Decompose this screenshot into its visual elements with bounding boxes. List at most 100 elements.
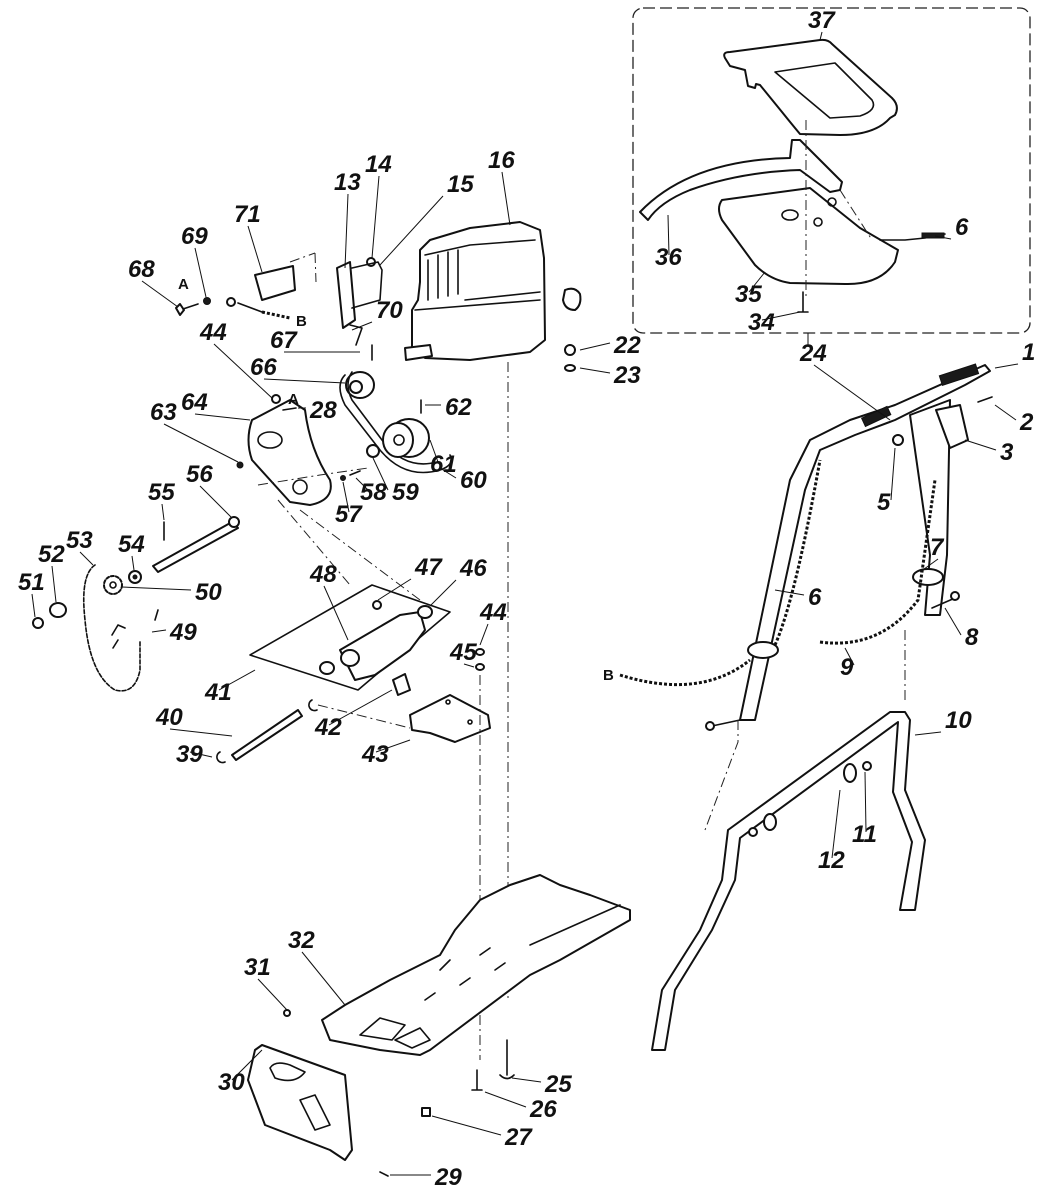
leader-line-56 (199, 485, 233, 519)
callout-6: 6 (955, 214, 969, 241)
callout-53: 53 (66, 527, 93, 554)
callout-10: 10 (945, 707, 972, 734)
part-12-knob (843, 763, 857, 783)
part-52-spacer (49, 602, 67, 618)
part-2-bolt (977, 396, 993, 403)
callout-32: 32 (288, 927, 315, 954)
leader-line-25 (511, 1077, 542, 1083)
leader-line-7 (919, 558, 939, 573)
callout-55: 55 (148, 479, 175, 506)
reference-letter-b-lower: B (603, 667, 614, 684)
leader-line-13 (344, 193, 349, 269)
callout-67: 67 (270, 327, 298, 354)
part-57-nut (340, 475, 346, 481)
leader-line-16 (501, 171, 511, 226)
leader-line-71 (247, 225, 263, 273)
callout-16: 16 (488, 147, 515, 174)
reference-letter-b: B (296, 313, 307, 330)
part-49-chain-link (111, 609, 159, 649)
callout-9: 9 (840, 654, 854, 681)
leader-line-32 (301, 951, 346, 1006)
leader-line-57 (342, 481, 350, 513)
leader-line-35 (748, 271, 766, 293)
leader-line-69 (194, 247, 207, 298)
part-50-sprocket (103, 575, 123, 595)
knob-lower (748, 813, 777, 837)
reference-letter-a: A (178, 276, 189, 293)
part-58-bolt (349, 470, 361, 476)
part-44-nut-top (271, 394, 281, 404)
leader-line-8 (944, 607, 962, 636)
part-3-bracket (935, 404, 969, 449)
part-31-screw (283, 1009, 291, 1017)
callout-8: 8 (965, 624, 979, 651)
callout-68: 68 (128, 256, 155, 283)
part-47-fitting (372, 600, 382, 610)
leader-line-30 (231, 1049, 263, 1081)
part-7-cable-clip (912, 568, 944, 586)
leader-line-58 (355, 477, 369, 491)
part-43-mounting-bracket (409, 694, 491, 743)
cable-b (619, 658, 751, 687)
callout-41: 41 (204, 679, 232, 706)
callout-54: 54 (118, 531, 145, 558)
handle-assembly-inset (632, 7, 1031, 345)
callout-2: 2 (1019, 409, 1034, 436)
callout-44: 44 (199, 319, 227, 346)
callout-63: 63 (150, 399, 177, 426)
leader-line-55 (161, 503, 165, 521)
callout-39: 39 (176, 741, 203, 768)
callout-7: 7 (930, 534, 945, 561)
leader-line-2 (994, 404, 1017, 421)
part-6-throttle-cable (773, 459, 822, 646)
leader-line-59 (372, 457, 389, 491)
callout-48: 48 (309, 561, 337, 588)
part-69-washer (203, 297, 211, 305)
leader-line-5 (890, 447, 896, 501)
part-23-washer (564, 364, 576, 372)
part-71-bracket (254, 252, 317, 301)
part-56-axle (152, 516, 240, 573)
part-54-washer (128, 570, 142, 584)
reference-letter-a-lower: A (288, 391, 299, 408)
part-39-clip (216, 751, 226, 764)
part-28-bolt (282, 407, 297, 411)
part-25-bolt (499, 1039, 515, 1080)
part-22-nut (564, 344, 576, 356)
part-13-throttle-bracket (336, 261, 356, 329)
callout-69: 69 (181, 223, 208, 250)
part-40-shaft (231, 709, 303, 761)
leader-line-48 (323, 585, 349, 641)
leader-line-60 (439, 467, 457, 479)
leader-line-44b (479, 623, 489, 646)
leader-line-52 (51, 565, 57, 603)
part-11-nut (862, 761, 872, 771)
callout-70: 70 (376, 297, 403, 324)
leader-line-45 (463, 663, 475, 668)
part-35-control-base (718, 187, 899, 286)
leader-line-40 (169, 728, 233, 737)
leader-line-41 (218, 669, 256, 691)
part-36-control-lever (639, 139, 843, 221)
part-46-bushing (417, 605, 433, 619)
leader-line-6 (934, 235, 952, 240)
cable-clamp (226, 297, 291, 320)
part-48-bushing-left (319, 661, 335, 675)
part-59-washer (366, 444, 380, 458)
callout-46: 46 (459, 555, 487, 582)
part-15-throttle-rod (351, 261, 383, 309)
callout-13: 13 (334, 169, 361, 196)
leader-line-34 (761, 311, 801, 321)
callout-37: 37 (808, 7, 836, 34)
callout-29: 29 (434, 1164, 462, 1191)
leader-line-63 (163, 423, 239, 463)
callout-35: 35 (735, 281, 762, 308)
leader-line-12 (831, 789, 841, 859)
part-37-control-cover (723, 38, 898, 136)
part-61-drive-pulley (382, 418, 430, 458)
callout-57: 57 (335, 501, 363, 528)
leader-line-46 (429, 579, 457, 607)
leader-line-11 (864, 771, 867, 833)
callout-40: 40 (155, 704, 183, 731)
leader-line-51 (31, 593, 36, 618)
